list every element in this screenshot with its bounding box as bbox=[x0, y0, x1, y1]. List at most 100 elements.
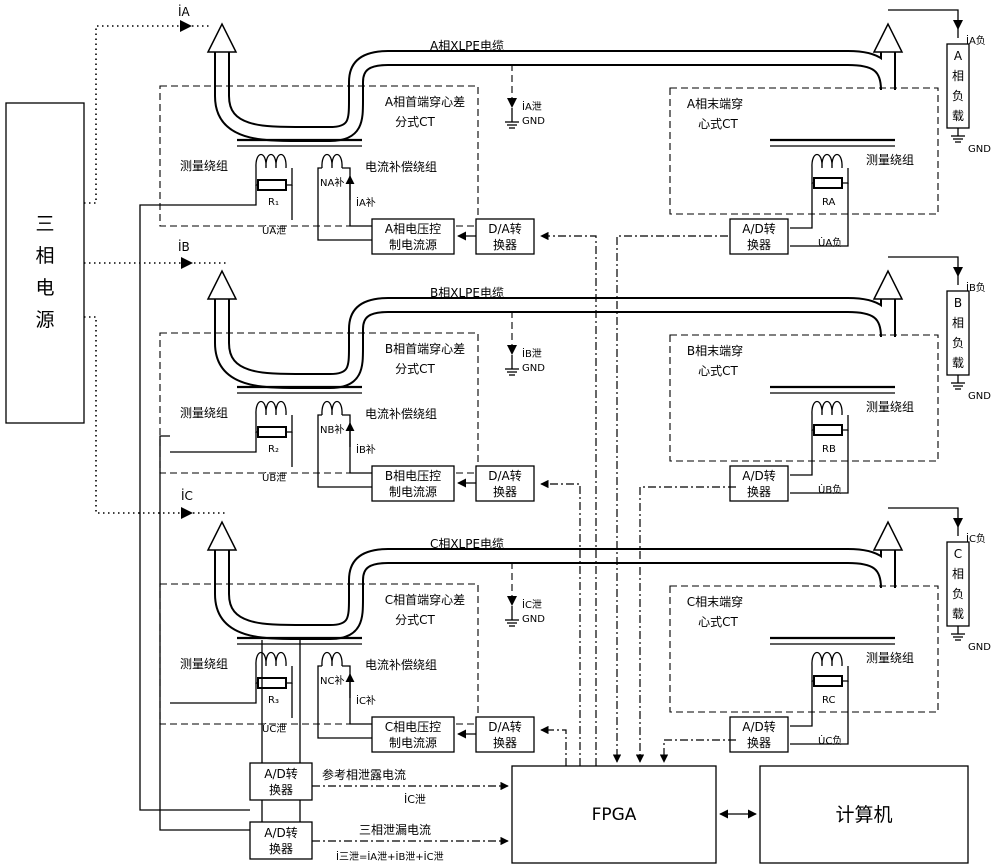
leak-label-b: İB泄 bbox=[522, 347, 542, 360]
tail-ct-label2-c: 心式CT bbox=[698, 615, 738, 629]
phase-b-group: B相XLPE电缆B相首端穿心差分式CT测量绕组R₂U̇B泄电流补偿绕组NB补İB… bbox=[159, 256, 991, 502]
load-char-a-0: A bbox=[954, 49, 963, 63]
comp-winding-label-c: 电流补偿绕组 bbox=[365, 657, 437, 672]
cable-label-a: A相XLPE电缆 bbox=[430, 39, 504, 53]
resistor-right-b bbox=[813, 424, 843, 436]
resistor-left-label-c: R₃ bbox=[268, 695, 279, 706]
i-comp-label-a: İA补 bbox=[356, 196, 376, 209]
da-line2-b: 换器 bbox=[493, 485, 517, 499]
tail-ct-box-b bbox=[669, 334, 939, 462]
source-char-1: 三 bbox=[35, 213, 54, 235]
comp-wire-2-b bbox=[342, 414, 372, 474]
head-ct-label1-b: B相首端穿心差 bbox=[385, 341, 465, 356]
current-a-label: İA bbox=[178, 4, 191, 19]
leak-arrow-a bbox=[507, 98, 517, 108]
phase-a-group: A相XLPE电缆A相首端穿心差分式CT测量绕组R₁U̇A泄电流补偿绕组NA补İA… bbox=[159, 9, 991, 255]
tail-out-2-a bbox=[790, 183, 849, 247]
comp-wire-1-c bbox=[317, 665, 372, 739]
vccs-box-b bbox=[371, 465, 455, 502]
meas-coil-right-a bbox=[811, 153, 843, 169]
source-char-2: 相 bbox=[35, 245, 54, 267]
da-line1-b: D/A转 bbox=[488, 468, 522, 483]
vccs-box-a bbox=[371, 218, 455, 255]
wire-a-meas-to-total bbox=[139, 204, 250, 811]
cable-inner-b bbox=[216, 297, 894, 387]
tail-ct-label1-b: B相末端穿 bbox=[687, 343, 743, 358]
tail-ct-label2-a: 心式CT bbox=[698, 117, 738, 131]
ad-line1-a: A/D转 bbox=[742, 221, 776, 236]
load-char-b-2: 负 bbox=[952, 336, 964, 350]
ad-line1-c: A/D转 bbox=[742, 719, 776, 734]
source-box bbox=[5, 102, 85, 424]
comp-winding-label-a: 电流补偿绕组 bbox=[365, 159, 437, 174]
head-ct-box-c bbox=[159, 583, 479, 725]
head-ct-label2-a: 分式CT bbox=[395, 115, 435, 129]
fpga-to-da-c bbox=[540, 725, 567, 766]
ad-total-line1: A/D转 bbox=[264, 825, 298, 840]
meas-coil-left-b bbox=[255, 400, 287, 416]
tail-ct-label1-a: A相末端穿 bbox=[687, 96, 743, 111]
resistor-left-b bbox=[257, 426, 287, 438]
n-comp-label-b: NB补 bbox=[320, 423, 344, 436]
load-char-b-1: 相 bbox=[952, 316, 964, 330]
ad-c-to-fpga bbox=[659, 739, 736, 763]
load-char-c-2: 负 bbox=[952, 587, 964, 601]
three-phase-source: 三 相 电 源 bbox=[5, 102, 85, 424]
da-line1-a: D/A转 bbox=[488, 221, 522, 236]
tail-ct-label1-c: C相末端穿 bbox=[687, 594, 743, 609]
resistor-right-c bbox=[813, 675, 843, 687]
u-load-label-a: U̇A负 bbox=[818, 236, 842, 249]
resistor-left-a bbox=[257, 179, 287, 191]
supply-lines: İA İB İC bbox=[84, 4, 228, 519]
meas-coil-left-c bbox=[255, 651, 287, 667]
comp-wire-2-a bbox=[342, 167, 372, 227]
tail-ct-box-c bbox=[669, 585, 939, 713]
tail-out-2-c bbox=[790, 681, 849, 745]
cable-head-arrow-a bbox=[206, 22, 238, 53]
meas-out-1-c bbox=[170, 683, 257, 704]
leak-arrow-b bbox=[507, 345, 517, 355]
load-arrow-b bbox=[953, 267, 963, 277]
meas-winding-right-c: 测量绕组 bbox=[866, 651, 914, 665]
vccs-line1-b: B相电压控 bbox=[385, 469, 441, 483]
tail-ct-label2-b: 心式CT bbox=[698, 364, 738, 378]
leak-label-c: İC泄 bbox=[522, 598, 542, 611]
load-gnd-label-a: GND bbox=[968, 144, 991, 155]
ad-ref-line1: A/D转 bbox=[264, 766, 298, 781]
da-line2-c: 换器 bbox=[493, 736, 517, 750]
cable-tail-arrow-a bbox=[872, 22, 904, 53]
ad-ref-line2: 换器 bbox=[269, 783, 293, 797]
load-current-label-c: İC负 bbox=[966, 532, 986, 545]
vccs-box-c bbox=[371, 716, 455, 753]
computer-box bbox=[759, 765, 969, 864]
fpga-box bbox=[511, 765, 717, 864]
ref-leakage-current: İC泄 bbox=[404, 793, 426, 806]
leak-arrow-c bbox=[507, 596, 517, 606]
current-b-label: İB bbox=[178, 239, 190, 254]
tail-out-1-a bbox=[790, 183, 813, 229]
supply-arrow-c bbox=[181, 507, 193, 519]
load-wire-a bbox=[888, 9, 959, 38]
leak-gnd-label-c: GND bbox=[522, 614, 545, 625]
n-comp-label-c: NC补 bbox=[320, 674, 344, 687]
cable-tail-arrow-b bbox=[872, 269, 904, 300]
resistor-right-label-b: RB bbox=[822, 444, 836, 455]
cable-head-arrow-c bbox=[206, 520, 238, 551]
wire-b-meas-to-total bbox=[159, 435, 250, 831]
phase-c-group: C相XLPE电缆C相首端穿心差分式CT测量绕组R₃U̇C泄电流补偿绕组NC补İC… bbox=[159, 507, 991, 753]
load-char-a-3: 载 bbox=[952, 109, 964, 123]
tail-out-2-b bbox=[790, 430, 849, 494]
meas-out-1-b bbox=[170, 432, 257, 453]
head-ct-label2-c: 分式CT bbox=[395, 613, 435, 627]
tail-ct-box-a bbox=[669, 87, 939, 215]
meas-coil-right-b bbox=[811, 400, 843, 416]
bottom-section: FPGA 计算机 A/D转 换器 A/D转 换器 参考相泄露电流 İC泄 三相泄… bbox=[139, 204, 969, 864]
comp-coil-c bbox=[321, 651, 343, 667]
vccs-line1-c: C相电压控 bbox=[385, 720, 441, 734]
leak-gnd-label-b: GND bbox=[522, 363, 545, 374]
da-line1-c: D/A转 bbox=[488, 719, 522, 734]
u-load-label-b: U̇B负 bbox=[818, 483, 842, 496]
resistor-right-label-c: RC bbox=[822, 695, 835, 706]
total-leakage-formula: İ三泄=İA泄+İB泄+İC泄 bbox=[336, 850, 444, 863]
